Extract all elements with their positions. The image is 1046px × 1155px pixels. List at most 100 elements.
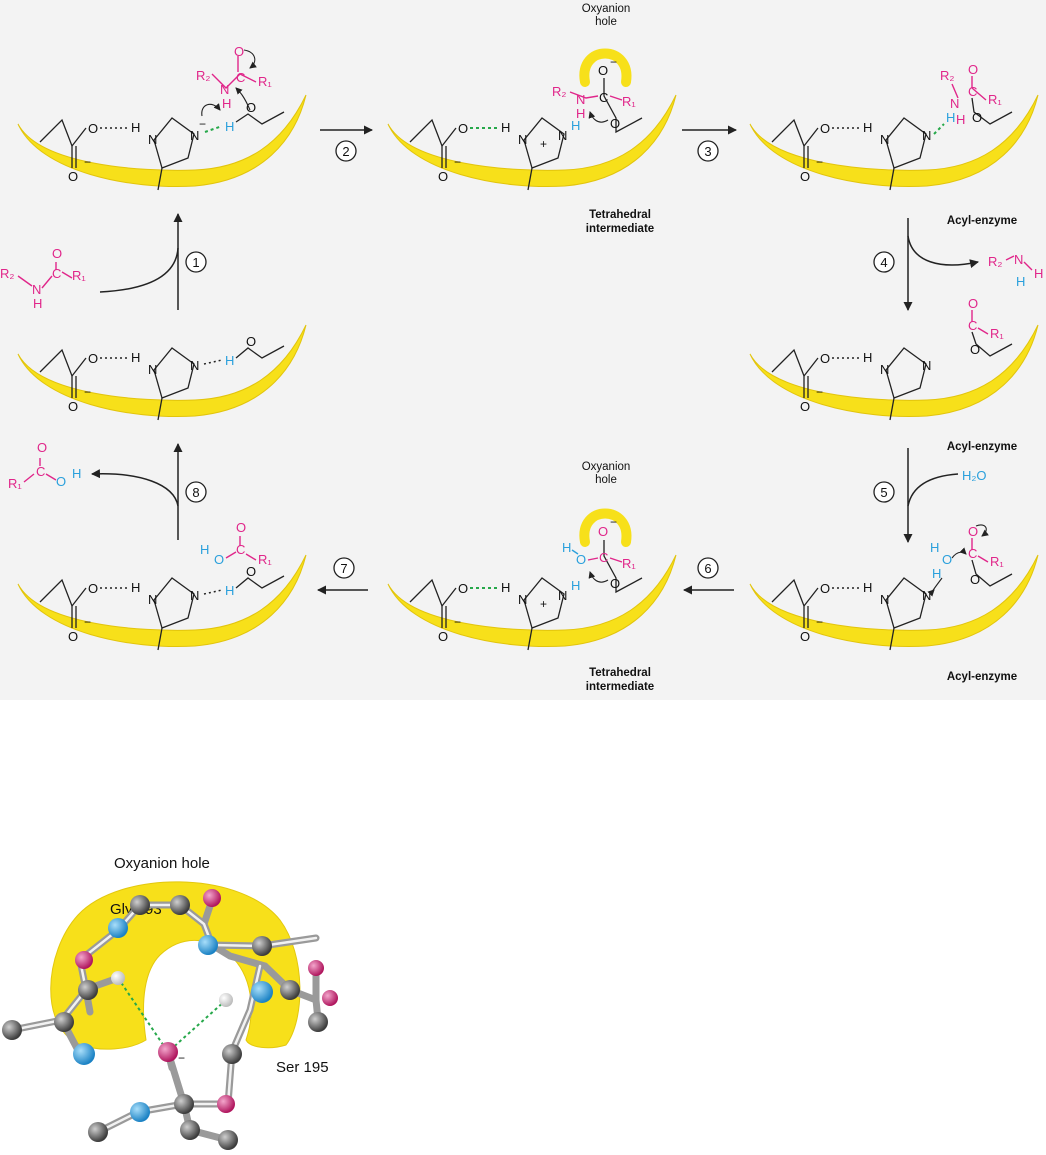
free-sub-n: N (32, 282, 41, 297)
carbon-atom (2, 1020, 22, 1040)
released-amine: R₂ N H H (988, 252, 1043, 289)
water-molecule: H₂O (962, 468, 987, 483)
amine-r2: R₂ (940, 68, 954, 83)
acyl-r1: R₁ (990, 326, 1004, 341)
free-sub-r2: R₂ (0, 266, 14, 281)
acyl-bonds (971, 310, 989, 335)
carbon-atom (252, 936, 272, 956)
ser-chain (235, 111, 285, 125)
his-h: H (131, 120, 140, 135)
substrate-c: C (236, 70, 245, 85)
state-6-tetrahedral-intermediate: O O − H N + N H Oxyanion hole O − C O H … (387, 461, 677, 693)
asp-charge: − (816, 155, 823, 169)
water-h1: H (930, 540, 939, 555)
step-1-circle (185, 251, 207, 273)
asp-oxygen: O (820, 581, 830, 596)
his-h: H (131, 580, 140, 595)
rel-amine-r2: R₂ (988, 254, 1002, 269)
acyl-r1: R₁ (988, 92, 1002, 107)
step-6-circle (697, 557, 719, 579)
asp-oxygen: O (88, 581, 98, 596)
water-o: O (576, 552, 586, 567)
hydrogen-atom (219, 993, 233, 1007)
ser-label: Ser 195 (276, 1059, 329, 1076)
tetra-oxyanion: O (598, 63, 608, 78)
substrate-o: O (234, 44, 244, 59)
oxyanion-hole-shape (579, 48, 632, 87)
carbon-atom (174, 1094, 194, 1114)
amine-bond (951, 83, 959, 99)
his-charge: − (199, 117, 206, 131)
his-n1: N (518, 132, 527, 147)
nitrogen-atom (130, 1102, 150, 1122)
acid-bonds (23, 458, 57, 483)
free-sub-c: C (52, 266, 61, 281)
oxygen-atom (308, 960, 324, 976)
asp-charge: − (454, 155, 461, 169)
prod-o: O (214, 552, 224, 567)
acyl-c: C (968, 318, 977, 333)
tetra-r1: R₁ (622, 556, 636, 571)
model-title: Oxyanion hole (114, 855, 210, 872)
tetra-ser-oxygen: O (610, 576, 620, 591)
asp-oxygen: O (820, 351, 830, 366)
step-4-circle (873, 251, 895, 273)
his-n1: N (148, 362, 157, 377)
substrate-r2: R₂ (196, 68, 210, 83)
prod-c: C (236, 542, 245, 557)
tetra-ser-oxygen: O (610, 116, 620, 131)
asp-oxygen: O (458, 121, 468, 136)
substrate-h: H (576, 106, 585, 121)
asp-oxygen: O (88, 121, 98, 136)
tetrahedral-label-line1: Tetrahedral (589, 209, 651, 221)
electron-arrow (588, 111, 609, 123)
asp-oxygen-2: O (800, 629, 810, 644)
substrate-r1: R₁ (258, 74, 272, 89)
oxyanion-charge: − (178, 1051, 185, 1065)
water-h2: H (932, 566, 941, 581)
his-n1: N (148, 132, 157, 147)
asp-oxygen-2: O (438, 629, 448, 644)
state-7-enzyme-product: O O − H N N H O H O C O R₁ (17, 520, 307, 651)
his-n1: N (148, 592, 157, 607)
asp-charge: − (816, 385, 823, 399)
water-o: O (942, 552, 952, 567)
acid-o2: O (56, 474, 66, 489)
hydrogen-atom (111, 971, 125, 985)
substrate-bonds (211, 73, 257, 89)
step-1-label: 1 (192, 255, 199, 270)
substrate-n: N (220, 82, 229, 97)
his-h: H (131, 350, 140, 365)
his-n1: N (880, 132, 889, 147)
his-n1: N (880, 592, 889, 607)
acid-o1: O (37, 440, 47, 455)
electron-arrow (588, 571, 609, 583)
oxygen-atom (217, 1095, 235, 1113)
tetra-charge: − (610, 515, 617, 529)
step-8-circle (185, 481, 207, 503)
tetra-carbon: C (599, 550, 608, 565)
substrate-n: N (576, 92, 585, 107)
rel-amine-n: N (1014, 252, 1023, 267)
asp-oxygen: O (458, 581, 468, 596)
his-h: H (501, 120, 510, 135)
acid-c: C (36, 464, 45, 479)
his-h: H (501, 580, 510, 595)
electron-arrow-3 (201, 103, 221, 117)
electron-arrow-1 (927, 577, 943, 597)
ser-chain (971, 97, 1013, 125)
asp-oxygen-2: O (68, 169, 78, 184)
acyl-c: C (968, 546, 977, 561)
serine-acyl-bonds (603, 78, 643, 134)
step-7-label: 7 (340, 561, 347, 576)
oxyanion-hole-label-line2: hole (595, 16, 617, 28)
nitrogen-atom (108, 918, 128, 938)
hbond-his-ser (203, 589, 223, 595)
oxyanion-hole-model: Oxyanion hole Gly 193 Ser 195 − (2, 855, 338, 1150)
his-n1: N (880, 362, 889, 377)
his-n3: N (190, 358, 199, 373)
ser-oxygen: O (970, 572, 980, 587)
oxyanion-hole-label-line1: Oxyanion (582, 3, 631, 15)
step-7-circle (333, 557, 355, 579)
carbon-atom (78, 980, 98, 1000)
